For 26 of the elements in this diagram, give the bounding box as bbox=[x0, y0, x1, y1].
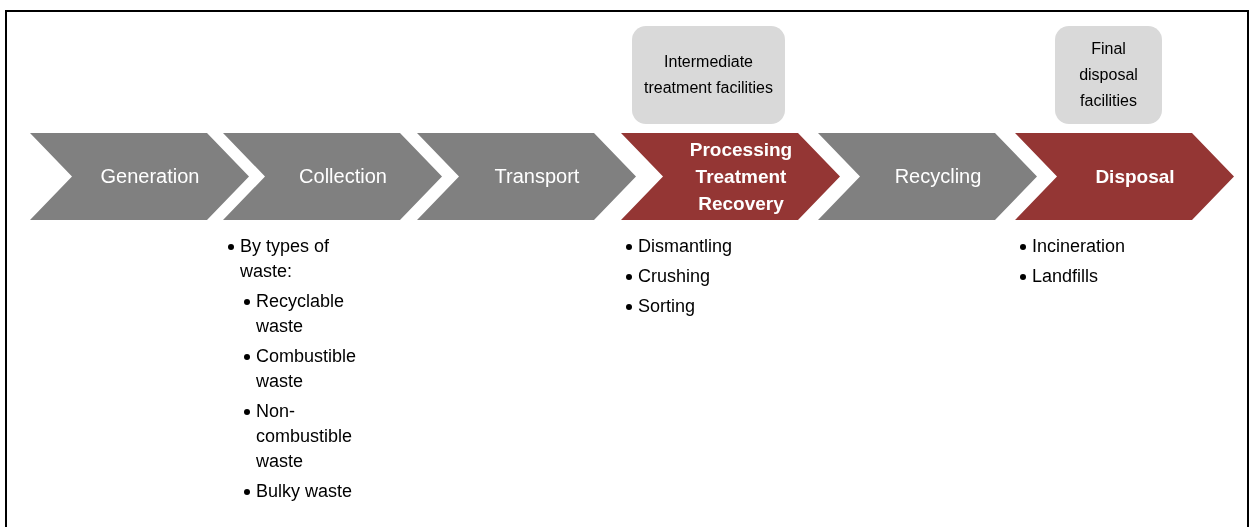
list-item: Landfills bbox=[1032, 265, 1099, 288]
chevron-step bbox=[417, 133, 636, 220]
list-item: Recyclable waste bbox=[256, 290, 346, 338]
step-label: Transport bbox=[494, 164, 580, 189]
list-item: Non-combustible waste bbox=[256, 400, 354, 473]
step-label: Collection bbox=[299, 164, 387, 189]
step-label: Disposal bbox=[1094, 165, 1176, 189]
facility-box bbox=[1055, 26, 1162, 124]
chevron-step bbox=[818, 133, 1037, 220]
step-label: Recycling bbox=[894, 164, 982, 189]
step-label: Processing Treatment Recovery bbox=[688, 138, 794, 216]
facility-box bbox=[632, 26, 785, 124]
chevron-step bbox=[30, 133, 249, 220]
step-label: Generation bbox=[100, 164, 200, 189]
facility-label: Intermediate treatment facilities bbox=[643, 52, 774, 98]
chevron-step bbox=[223, 133, 442, 220]
list-item: Incineration bbox=[1032, 235, 1126, 258]
list-item: Sorting bbox=[638, 295, 696, 318]
list-item: Combustible waste bbox=[256, 345, 358, 393]
list-item: Crushing bbox=[638, 265, 711, 288]
list-item: Dismantling bbox=[638, 235, 733, 258]
list-item: Bulky waste bbox=[256, 480, 353, 503]
chevron-step bbox=[1015, 133, 1234, 220]
list-item: By types of waste: bbox=[240, 235, 331, 283]
facility-label: Final disposal facilities bbox=[1078, 39, 1139, 111]
chevron-step bbox=[621, 133, 840, 220]
